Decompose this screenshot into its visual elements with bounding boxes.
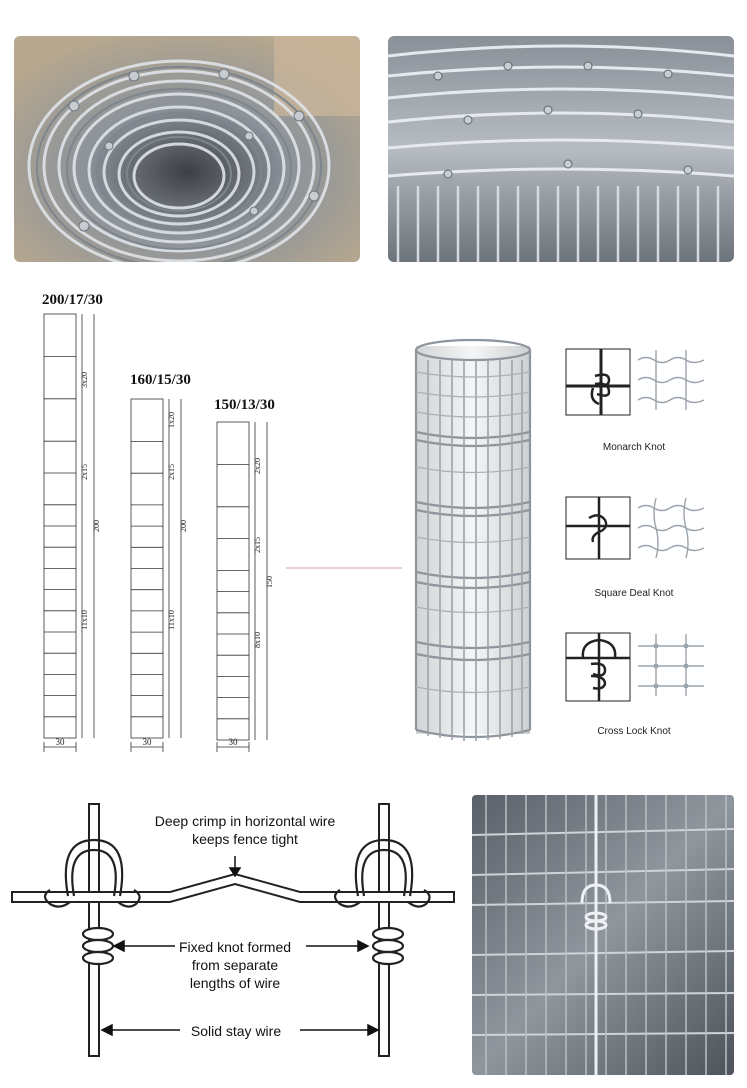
square-deal-knot-icon (565, 496, 631, 560)
spec-3-dim-bot: 8x10 (253, 632, 262, 648)
monarch-knot-icon (565, 348, 631, 416)
spec-3-width: 30 (229, 737, 239, 747)
spec-1-total: 200 (92, 520, 101, 532)
spec-2-dim-top: 1x20 (167, 412, 176, 428)
spec-title-2: 160/15/30 (130, 372, 191, 388)
spec-2-dim-mid: 2x15 (167, 464, 176, 480)
monarch-knot-label: Monarch Knot (602, 442, 666, 453)
square-deal-knot-mesh-icon (637, 497, 705, 559)
spec-3-total: 150 (265, 576, 274, 588)
knot-note: Fixed knot formed from separate lengths … (165, 938, 305, 992)
spec-1-dim-mid: 2x15 (80, 464, 89, 480)
crimp-note: Deep crimp in horizontal wire keeps fenc… (120, 812, 370, 848)
spec-title-1: 200/17/30 (42, 292, 103, 308)
knot-note-line-2: from separate (191, 957, 279, 973)
spec-dimension-drawings: 3x20 2x15 11x10 200 30 1x20 2x15 11x10 2… (43, 313, 274, 752)
spec-1-dim-top: 3x20 (80, 372, 89, 388)
photo-wire-coil (14, 36, 360, 262)
photo-fence-roll-closeup (388, 36, 734, 262)
spec-2-width: 30 (143, 737, 153, 747)
spec-2-total: 200 (179, 520, 188, 532)
spec-drawing-3 (216, 421, 268, 752)
connector-line (286, 567, 402, 569)
spec-3-dim-top: 2x20 (253, 458, 262, 474)
spec-drawing-1 (43, 313, 95, 752)
photo-fixed-knot-closeup (472, 795, 734, 1075)
spec-2-dim-bot: 11x10 (167, 610, 176, 630)
fixed-knot-diagram (11, 803, 455, 1057)
spec-drawing-2 (130, 398, 182, 752)
spec-1-width: 30 (56, 737, 66, 747)
fence-roll-illustration (414, 338, 532, 741)
monarch-knot-mesh-icon (637, 350, 705, 410)
cross-lock-knot-mesh-icon (638, 634, 704, 696)
cross-lock-knot-icon (565, 632, 631, 702)
spec-1-dim-bot: 11x10 (80, 610, 89, 630)
crimp-note-line-1: Deep crimp in horizontal wire (154, 813, 336, 829)
square-deal-knot-label: Square Deal Knot (594, 588, 674, 599)
cross-lock-knot-label: Cross Lock Knot (597, 726, 671, 737)
knot-note-line-3: lengths of wire (189, 975, 281, 991)
spec-title-3: 150/13/30 (214, 397, 275, 413)
stay-wire-note: Solid stay wire (190, 1023, 282, 1039)
spec-3-dim-mid: 2x15 (253, 537, 262, 553)
knot-note-line-1: Fixed knot formed (178, 939, 292, 955)
crimp-note-line-2: keeps fence tight (192, 831, 298, 847)
